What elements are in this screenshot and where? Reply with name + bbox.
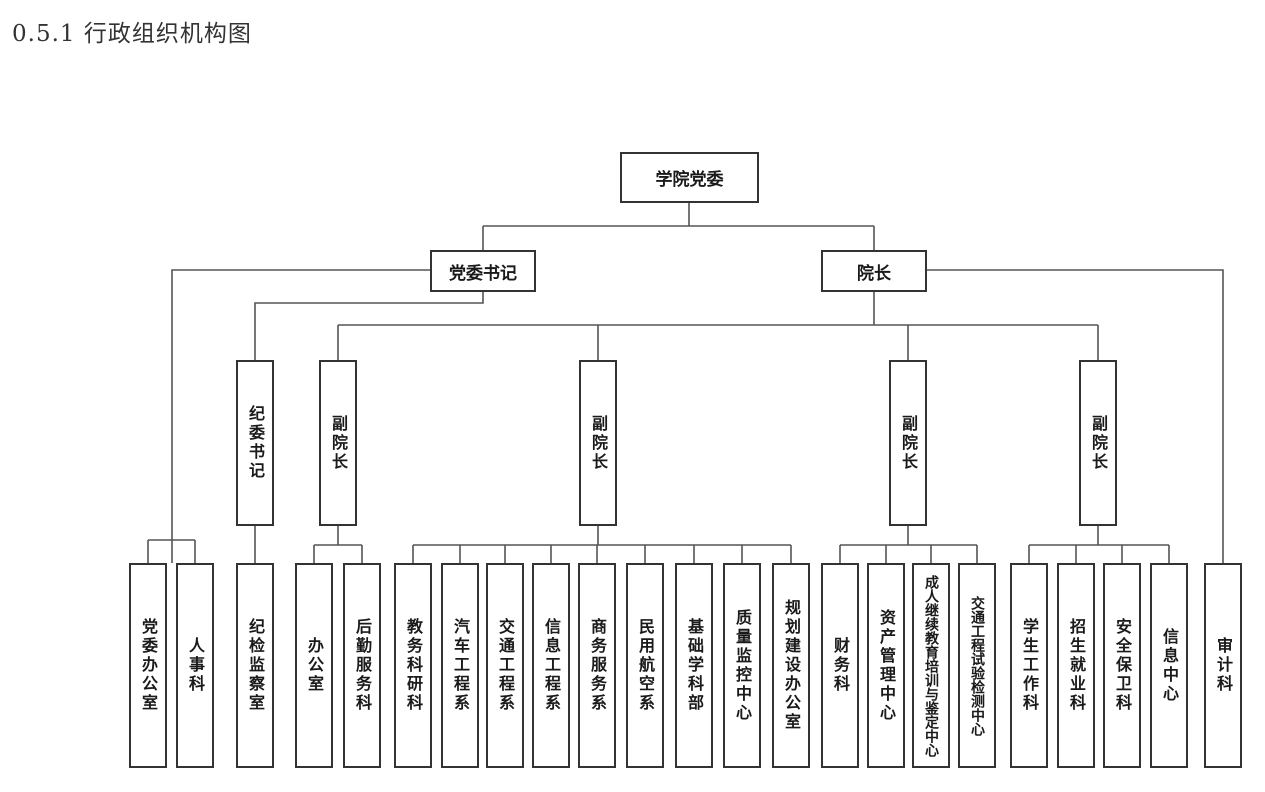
unit-box: 成人继续教育培训与鉴定中心 (912, 563, 950, 768)
unit-box: 审计科 (1204, 563, 1242, 768)
unit-box: 信息工程系 (532, 563, 570, 768)
unit-box: 财务科 (821, 563, 859, 768)
vice-president-box: 副院长 (319, 360, 357, 526)
college-party-committee-box: 学院党委 (620, 152, 759, 203)
unit-box: 招生就业科 (1057, 563, 1095, 768)
unit-box: 教务科研科 (394, 563, 432, 768)
unit-box: 交通工程系 (486, 563, 524, 768)
unit-box: 纪检监察室 (236, 563, 274, 768)
vice-president-box: 副院长 (889, 360, 927, 526)
unit-box: 学生工作科 (1010, 563, 1048, 768)
unit-box: 民用航空系 (626, 563, 664, 768)
unit-box: 党委办公室 (129, 563, 167, 768)
page-title: 0.5.1 行政组织机构图 (12, 21, 252, 47)
unit-box: 规划建设办公室 (772, 563, 810, 768)
vice-president-box: 副院长 (579, 360, 617, 526)
unit-box: 商务服务系 (578, 563, 616, 768)
discipline-secretary-box: 纪委书记 (236, 360, 274, 526)
unit-box: 后勤服务科 (343, 563, 381, 768)
unit-box: 安全保卫科 (1103, 563, 1141, 768)
unit-box: 人事科 (176, 563, 214, 768)
unit-box: 交通工程试验检测中心 (958, 563, 996, 768)
vice-president-box: 副院长 (1079, 360, 1117, 526)
unit-box: 质量监控中心 (723, 563, 761, 768)
unit-box: 基础学科部 (675, 563, 713, 768)
president-box: 院长 (821, 250, 927, 292)
unit-box: 办公室 (295, 563, 333, 768)
unit-box: 信息中心 (1150, 563, 1188, 768)
unit-box: 汽车工程系 (441, 563, 479, 768)
unit-box: 资产管理中心 (867, 563, 905, 768)
party-secretary-box: 党委书记 (430, 250, 536, 292)
